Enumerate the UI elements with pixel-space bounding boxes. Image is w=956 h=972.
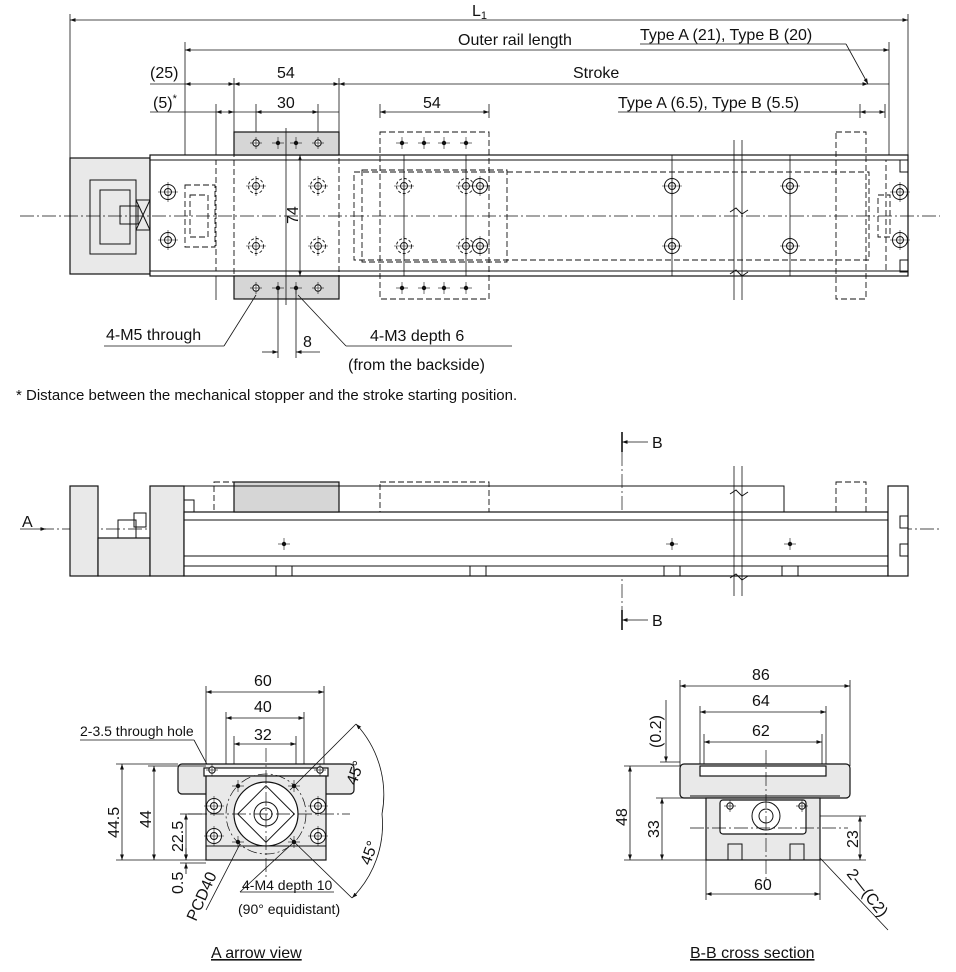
dim-54-top: 54 (277, 65, 295, 82)
type-ab-65-55-label: Type A (6.5), Type B (5.5) (618, 95, 799, 112)
angle-45-bottom: 45° (358, 839, 382, 868)
m5-through-label: 4-M5 through (106, 327, 201, 344)
dim-8: 8 (303, 334, 312, 351)
slider-bottom-flange (233, 275, 340, 300)
a-dim-0-5: 0.5 (170, 872, 187, 894)
outer-rail-length-label: Outer rail length (458, 32, 572, 49)
a-dim-32: 32 (254, 727, 272, 744)
bb-dim-86: 86 (752, 667, 770, 684)
a-arrow-view: 60 40 32 2-3.5 through hole (80, 673, 385, 962)
bb-dim-33: 33 (646, 820, 663, 838)
motor-side (69, 485, 99, 577)
dim-54-mid: 54 (423, 95, 441, 112)
bb-cross-section: 86 64 62 (0.2) 48 33 (614, 667, 891, 962)
stroke-label: Stroke (573, 65, 619, 82)
a-dim-44-5: 44.5 (106, 807, 123, 838)
a-arrow-view-title: A arrow view (211, 945, 302, 962)
dim-30: 30 (277, 95, 295, 112)
m3-depth-label: 4-M3 depth 6 (370, 328, 464, 345)
dim-5: (5)* (153, 93, 178, 112)
dim-25: (25) (150, 65, 178, 82)
dim-l1: L1 (472, 3, 487, 22)
section-b-bottom: B (652, 613, 663, 630)
top-view: L1 Outer rail length Type A (21), Type B… (20, 3, 940, 374)
chamfer-label: 2—(C2) (843, 866, 891, 921)
bb-section-title: B-B cross section (690, 945, 814, 962)
type-ab-21-20-label: Type A (21), Type B (20) (640, 27, 812, 44)
a-dim-22-5: 22.5 (170, 821, 187, 852)
bb-dim-60: 60 (754, 877, 772, 894)
through-hole-label: 2-3.5 through hole (80, 723, 194, 739)
section-b-top: B (652, 435, 663, 452)
bb-dim-0-2: (0.2) (648, 715, 665, 748)
bb-dim-23: 23 (845, 830, 862, 848)
a-dim-60: 60 (254, 673, 272, 690)
slider-top-flange (233, 131, 340, 156)
from-backside-label: (from the backside) (348, 357, 485, 374)
m4-depth-label: 4-M4 depth 10 (242, 877, 332, 893)
side-view: B B A (20, 432, 940, 630)
arrow-a-label: A (22, 514, 33, 531)
dim-74: 74 (285, 206, 302, 224)
pcd40-label: PCD40 (184, 870, 221, 924)
slider-stroke-end (379, 131, 490, 300)
actuator-rail (149, 154, 909, 277)
rail-side (183, 511, 889, 577)
equidistant-label: (90° equidistant) (238, 901, 340, 917)
bb-dim-48: 48 (614, 808, 631, 826)
a-dim-40: 40 (254, 699, 272, 716)
bb-dim-62: 62 (752, 723, 770, 740)
footnote: * Distance between the mechanical stoppe… (16, 387, 517, 404)
bb-dim-64: 64 (752, 693, 770, 710)
a-dim-44: 44 (138, 810, 155, 828)
angle-45-top: 45° (344, 759, 368, 788)
